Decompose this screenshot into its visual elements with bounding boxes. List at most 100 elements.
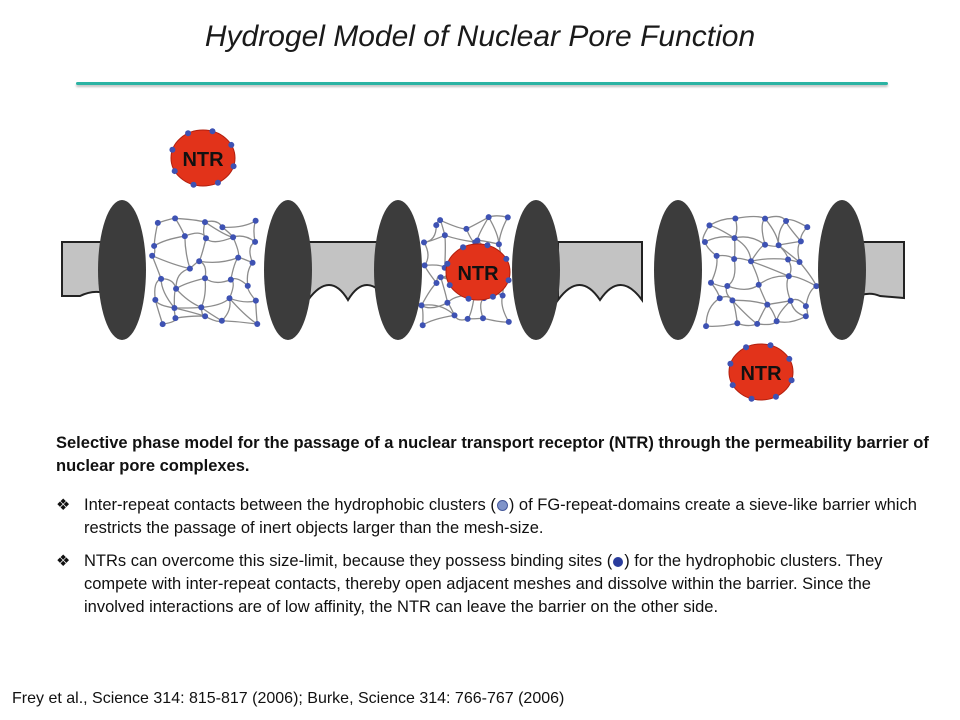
- fg-strand: [221, 320, 258, 325]
- pore-protein-5: [654, 200, 702, 340]
- hydrophobic-cluster: [226, 295, 233, 302]
- fg-strand: [726, 258, 736, 287]
- nuclear-pore-diagram: NTR NTR NTR: [61, 128, 905, 402]
- fg-strand: [761, 218, 766, 245]
- fg-strand: [154, 278, 162, 300]
- pore-proteins: [98, 200, 866, 340]
- fg-repeat-mesh-3: [701, 215, 820, 330]
- hydrophobic-cluster: [764, 301, 771, 308]
- hydrophobic-cluster: [154, 219, 161, 226]
- slide-title: Hydrogel Model of Nuclear Pore Function: [204, 20, 756, 53]
- hydrophobic-cluster: [196, 258, 203, 265]
- citation: Frey et al., Science 314: 815-817 (2006)…: [12, 690, 565, 707]
- ntr-binding-site: [484, 242, 491, 249]
- ntr-binding-site: [446, 282, 453, 289]
- ntr-binding-site: [505, 277, 512, 284]
- fg-strand: [205, 236, 234, 243]
- hydrophobic-cluster: [421, 239, 428, 246]
- fg-strand: [232, 235, 256, 243]
- hydrophobic-cluster: [419, 322, 426, 329]
- fg-strand: [200, 278, 207, 308]
- fg-strand: [421, 304, 455, 316]
- fg-strand: [750, 258, 789, 262]
- hydrophobic-cluster: [201, 219, 208, 226]
- hydrophobic-cluster: [754, 320, 761, 327]
- ntr-binding-site: [190, 181, 197, 188]
- hydrophobic-cluster-icon: [496, 500, 508, 512]
- bullet-text-after: ) of FG-repeat-domains create a sieve-li…: [84, 496, 917, 537]
- fg-strand: [482, 317, 509, 323]
- fg-strand: [727, 284, 760, 290]
- hydrophobic-cluster: [172, 215, 179, 222]
- pore-protein-6: [818, 200, 866, 340]
- hydrophobic-cluster: [437, 274, 444, 281]
- bullet-item-2: ❖ NTRs can overcome this size-limit, bec…: [56, 550, 936, 619]
- hydrophobic-cluster: [219, 224, 226, 231]
- hydrophobic-cluster: [252, 217, 259, 224]
- ntr-binding-site: [214, 179, 221, 186]
- ntr-binding-site: [444, 260, 451, 267]
- ntr-binding-site: [185, 130, 192, 137]
- fg-strand: [797, 240, 802, 263]
- hydrophobic-cluster: [813, 283, 820, 290]
- fg-strand: [232, 236, 240, 258]
- hydrophobic-cluster: [433, 222, 440, 229]
- fg-strand: [778, 240, 801, 246]
- hydrophobic-cluster: [444, 299, 451, 306]
- ntr-binding-site: [465, 295, 472, 302]
- hydrophobic-cluster: [230, 234, 237, 241]
- hydrophobic-cluster: [480, 315, 487, 322]
- bullet-text-after: ) for the hydrophobic clusters. They com…: [84, 552, 883, 616]
- hydrophobic-cluster: [173, 285, 180, 292]
- hydrophobic-cluster: [713, 252, 720, 259]
- fg-strand: [705, 297, 721, 327]
- fg-strand: [764, 218, 780, 246]
- hydrophobic-cluster: [732, 215, 739, 222]
- fg-strand: [420, 282, 437, 306]
- hydrophobic-cluster: [734, 320, 741, 327]
- hydrophobic-cluster: [785, 273, 792, 280]
- ntr-binding-site: [772, 393, 779, 400]
- fg-strand: [704, 236, 735, 243]
- hydrophobic-cluster: [495, 241, 502, 248]
- ntr-binding-site: [767, 342, 774, 349]
- fg-strand: [785, 220, 802, 242]
- ntr-label: NTR: [182, 149, 224, 171]
- fg-strand: [199, 257, 239, 264]
- ntr-binding-site: [171, 168, 178, 175]
- fg-strand: [175, 315, 206, 319]
- fg-strand: [776, 300, 792, 322]
- fg-strand: [204, 277, 232, 284]
- bullet-text-before: NTRs can overcome this size-limit, becau…: [84, 552, 613, 570]
- fg-strand: [184, 236, 191, 269]
- hydrophobic-cluster: [451, 312, 458, 319]
- ntr-receptor-middle: NTR: [444, 242, 512, 302]
- ntr-binding-site: [489, 293, 496, 300]
- ntr-binding-site: [786, 355, 793, 362]
- hydrophobic-cluster: [441, 232, 448, 239]
- fg-strand: [733, 238, 736, 260]
- fg-strand: [151, 255, 191, 270]
- hydrophobic-cluster: [152, 296, 159, 303]
- hydrophobic-cluster: [421, 262, 428, 269]
- hydrophobic-cluster: [249, 259, 256, 266]
- hydrophobic-cluster: [218, 317, 225, 324]
- ntr-binding-site: [748, 395, 755, 402]
- fg-strand: [253, 220, 257, 242]
- fg-strand: [710, 255, 718, 283]
- fg-strand: [204, 221, 234, 238]
- hydrophobic-cluster: [151, 242, 158, 249]
- hydrophobic-cluster: [172, 315, 179, 322]
- hydrophobic-cluster: [235, 254, 242, 261]
- pore-protein-4: [512, 200, 560, 340]
- pore-protein-1: [98, 200, 146, 340]
- diamond-bullet-icon: ❖: [56, 497, 71, 514]
- ntr-label: NTR: [740, 363, 782, 385]
- fg-strand: [174, 218, 186, 237]
- fg-strand: [422, 314, 455, 326]
- fg-strand: [735, 215, 766, 220]
- hydrophobic-cluster: [474, 237, 481, 244]
- fg-strand: [799, 261, 817, 287]
- fg-strand: [764, 215, 787, 222]
- hydrophobic-cluster: [505, 318, 512, 325]
